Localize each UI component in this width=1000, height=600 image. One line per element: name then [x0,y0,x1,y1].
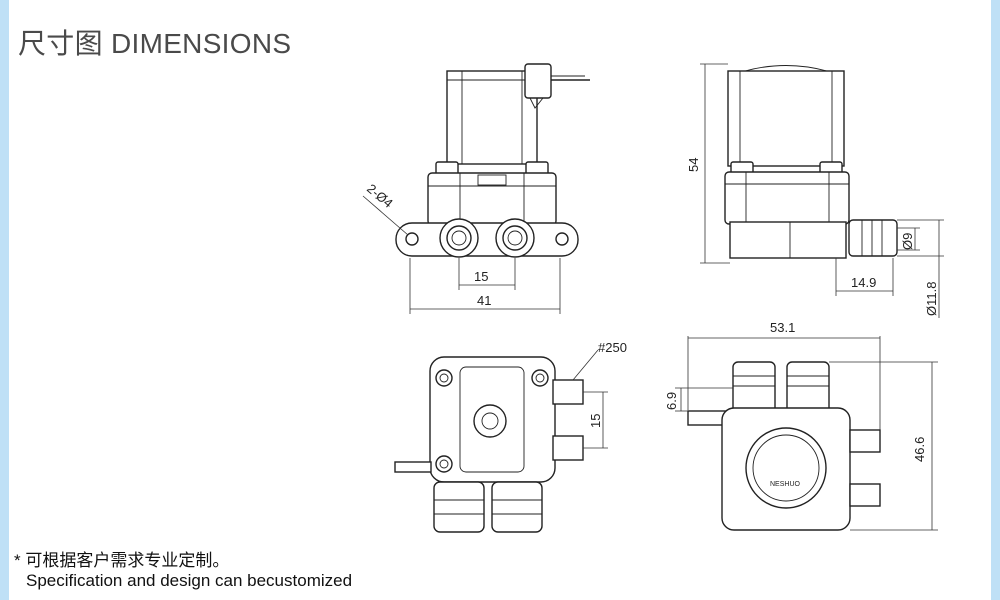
dim-spacing: 15 [474,269,488,284]
dim-overall-height: 46.6 [912,437,927,462]
dim-holes: 2-Ø4 [364,181,396,211]
dim-width: 41 [477,293,491,308]
dim-terminal: #250 [598,340,627,355]
page-title: 尺寸图 DIMENSIONS [18,28,292,59]
dim-terminal-pitch: 15 [588,414,603,428]
dim-overall-width: 53.1 [770,320,795,335]
left-edge-stripe [0,0,9,600]
dim-port-inner: Ø9 [900,233,915,250]
top-view [394,349,608,533]
dim-port-outer: Ø11.8 [924,282,939,316]
dim-height: 54 [686,158,701,172]
back-view: NESHUO [675,336,938,531]
right-edge-stripe [991,0,1000,600]
dim-port-length: 14.9 [851,275,876,290]
custom-note-cn: * 可根据客户需求专业定制。 [14,551,230,570]
front-view [362,63,590,314]
side-view [700,63,944,318]
custom-note-en: Specification and design can becustomize… [26,571,353,590]
svg-text:NESHUO: NESHUO [770,481,801,488]
dim-offset: 6.9 [664,392,679,410]
